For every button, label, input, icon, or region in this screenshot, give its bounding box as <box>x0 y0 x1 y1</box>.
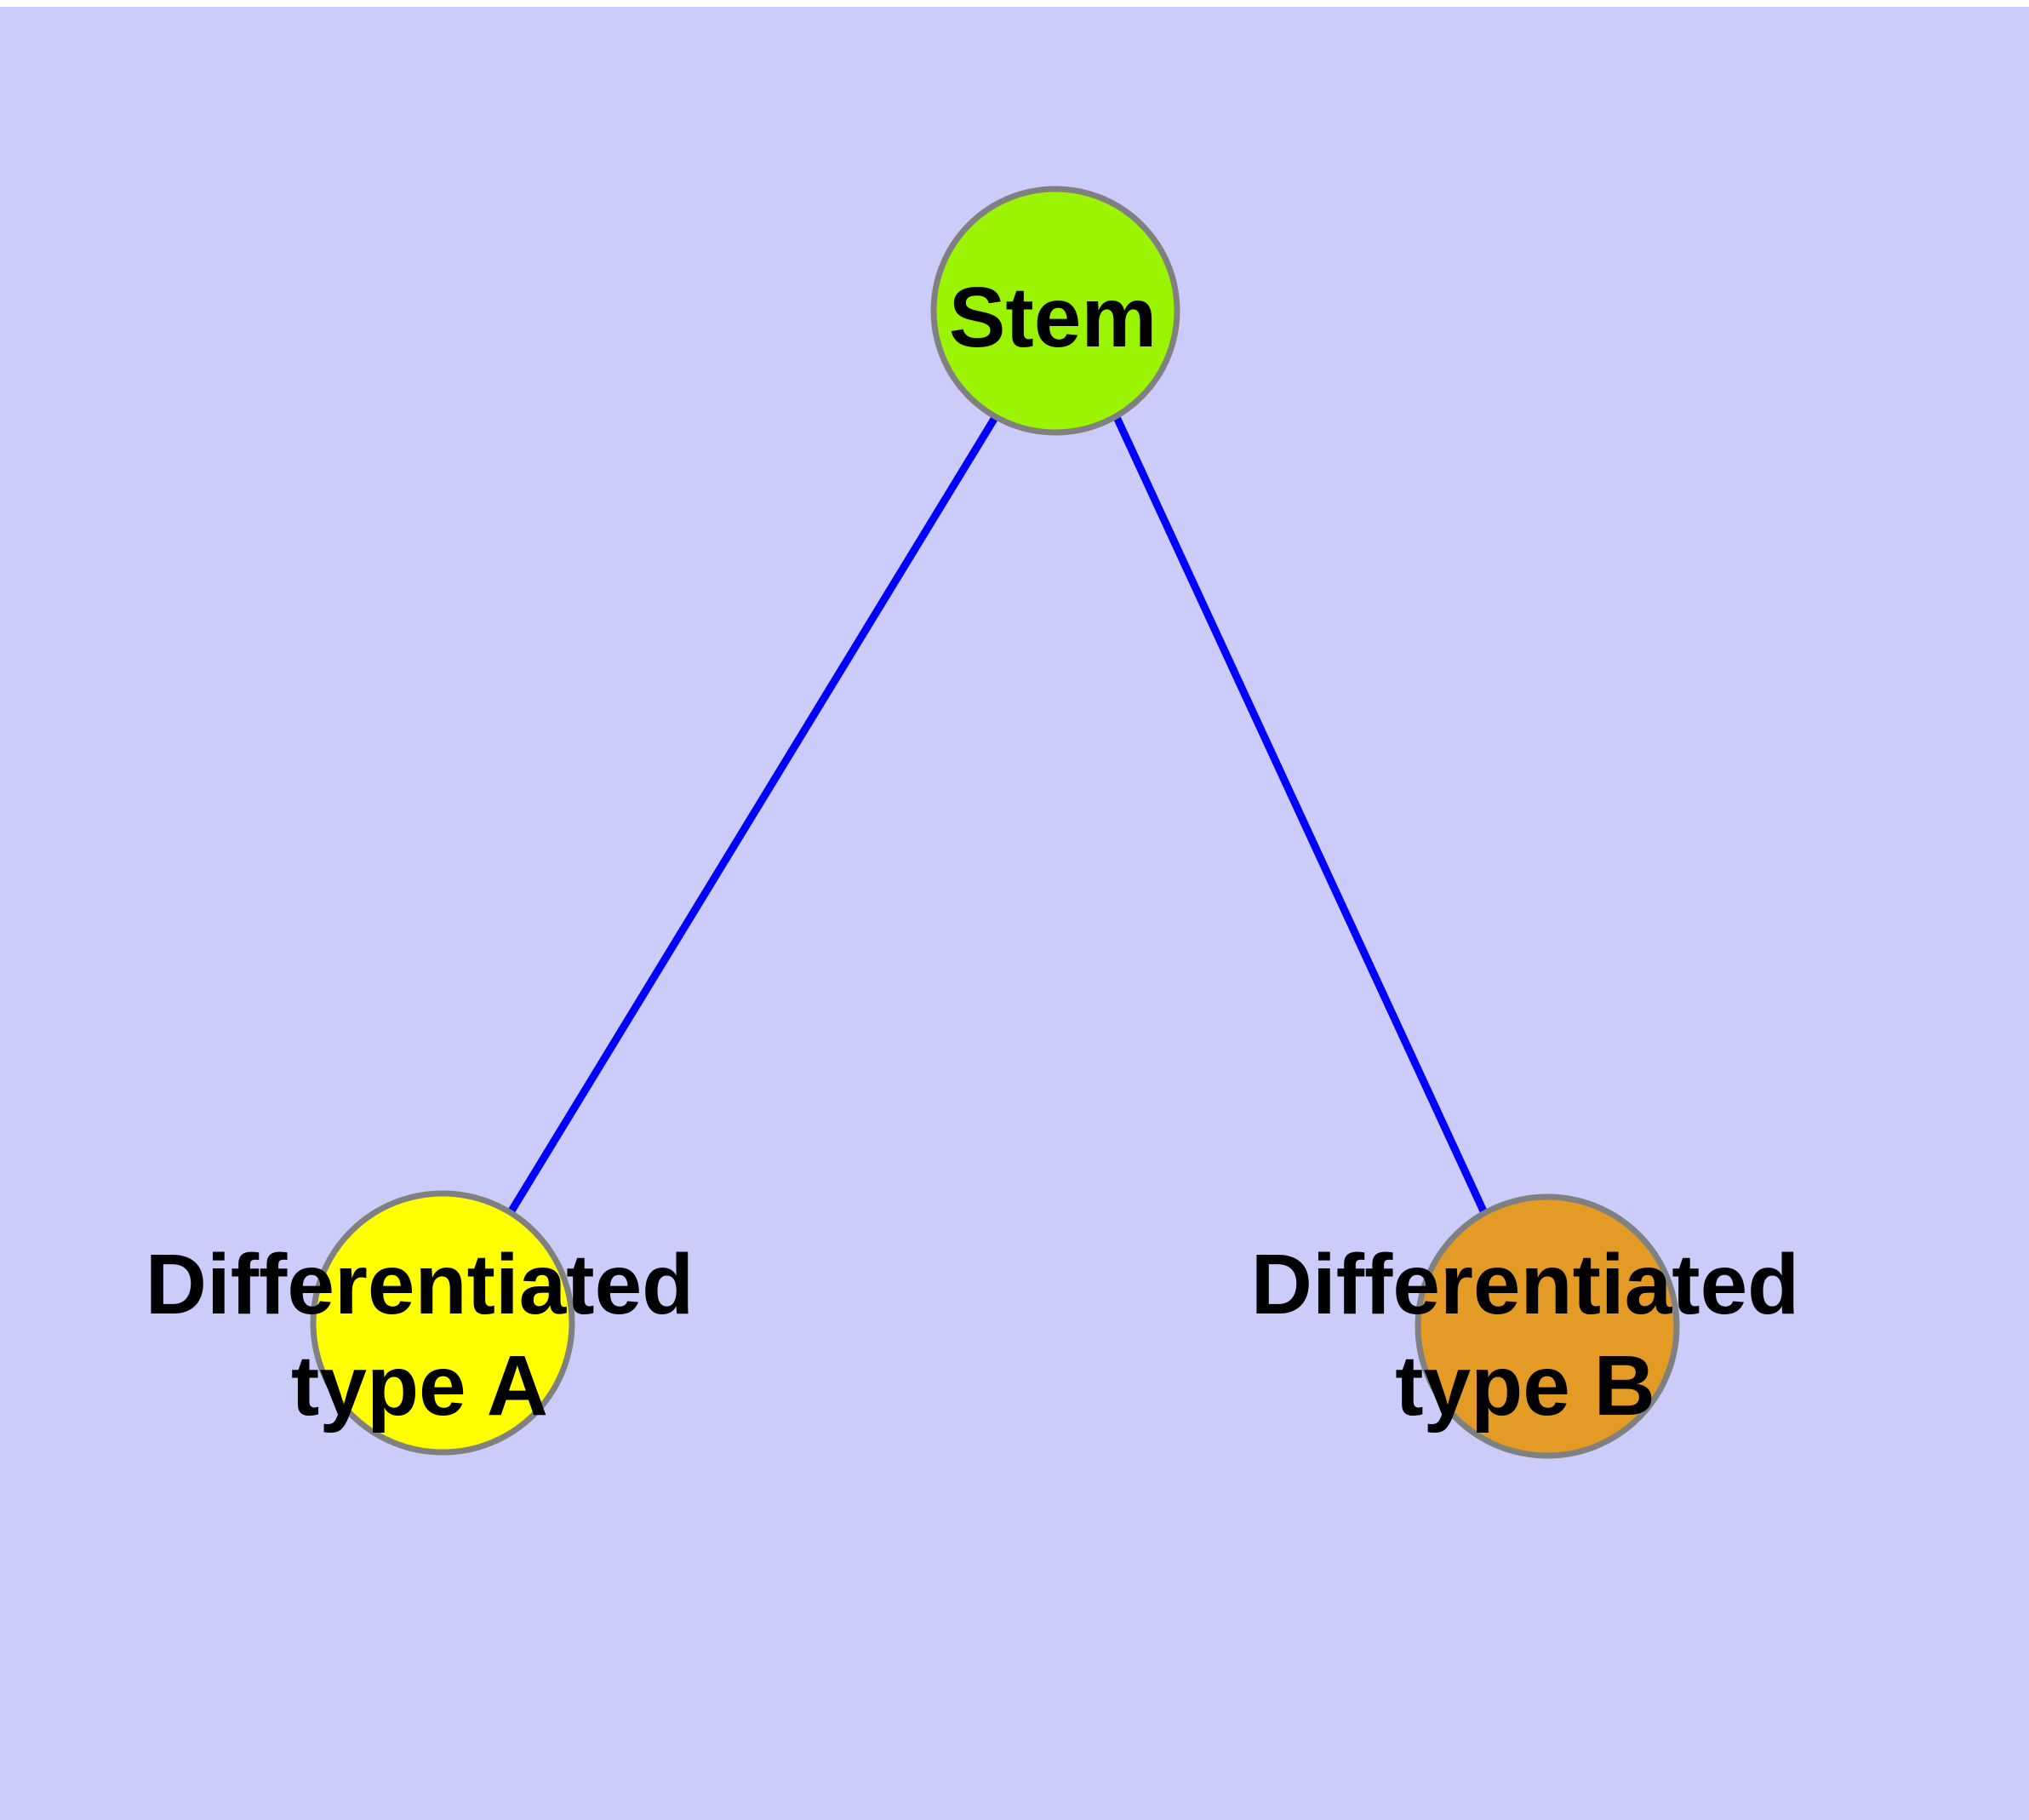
node-layer <box>310 186 1680 1459</box>
node-label-diff-b-line1: Differentiated <box>1251 1237 1800 1332</box>
node-label-diff-a-line1: Differentiated <box>146 1237 694 1332</box>
label-layer: Stem Differentiated type A Differentiate… <box>146 270 1800 1434</box>
edge-layer <box>505 414 1489 1219</box>
node-label-diff-b-line2: type B <box>1395 1338 1655 1434</box>
edge-stem-to-diff-a[interactable] <box>505 414 999 1219</box>
edge-stem-to-diff-b[interactable] <box>1112 415 1489 1216</box>
node-differentiated-type-a[interactable] <box>310 1190 575 1456</box>
node-stem[interactable] <box>930 186 1180 436</box>
node-label-stem: Stem <box>949 270 1157 365</box>
node-differentiated-type-b[interactable] <box>1415 1193 1680 1459</box>
node-label-diff-a-line2: type A <box>291 1338 548 1434</box>
